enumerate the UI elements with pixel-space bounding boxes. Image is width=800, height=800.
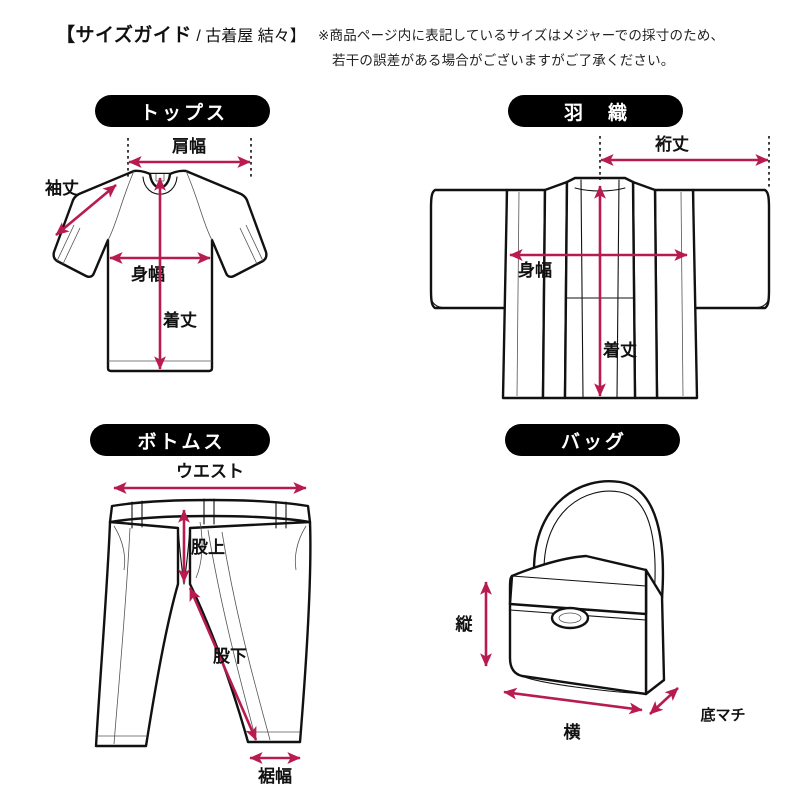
dimension-bag-gusset: 底マチ [649,687,746,724]
page-title-separator: / [191,28,206,45]
label-yuki: 裄丈 [655,135,689,154]
label-shoulder: 肩幅 [172,136,206,156]
dimension-waist: ウエスト [113,462,307,494]
section-badge-bottoms: ボトムス [90,424,270,456]
section-badge-tops: トップス [95,95,270,127]
label-haori-body-width: 身幅 [518,260,552,280]
bag-diagram: 縦 横 底マチ [450,458,780,748]
dimension-rise: 股上 [178,509,225,583]
section-badge-haori: 羽 織 [508,95,683,127]
dimension-shoulder: 肩幅 [128,136,251,168]
tops-diagram: 肩幅 袖丈 身幅 着丈 [30,130,350,410]
dimension-haori-length: 着丈 [594,185,637,397]
label-length: 着丈 [163,310,197,330]
label-hem-width: 裾幅 [257,766,292,786]
label-rise: 股上 [191,538,225,557]
haori-illustration [429,176,771,400]
bottoms-diagram: ウエスト 股上 股下 裾幅 [70,458,370,793]
disclaimer-line-1: ※商品ページ内に表記しているサイズはメジャーでの採寸のため、 [318,28,725,43]
dimension-bag-height: 縦 [455,581,492,667]
page-header: 【サイズガイド / 古着屋 結々】 ※商品ページ内に表記しているサイズはメジャー… [0,0,800,86]
label-inseam: 股下 [213,647,247,666]
dimension-inseam: 股下 [188,587,258,741]
pants-illustration [94,498,312,748]
dimension-hem-width: 裾幅 [249,752,301,786]
dimension-yuki: 裄丈 [600,135,769,166]
label-waist: ウエスト [176,462,244,481]
dimension-bag-width: 横 [503,687,643,742]
haori-diagram: 裄丈 身幅 着丈 [415,130,785,410]
page-title-main: 【サイズガイド [56,25,192,46]
label-sleeve: 袖丈 [44,178,79,198]
dimension-length: 着丈 [154,177,197,370]
label-bag-width: 横 [564,722,581,742]
dimension-sleeve: 袖丈 [44,178,117,236]
label-haori-length: 着丈 [603,340,637,360]
measurement-disclaimer: ※商品ページ内に表記しているサイズはメジャーでの採寸のため、 若干の誤差がある場… [318,24,788,74]
label-bag-height: 縦 [455,614,474,634]
page-title: 【サイズガイド / 古着屋 結々】 [56,20,306,47]
disclaimer-line-2: 若干の誤差がある場合がございますがご了承ください。 [332,52,675,68]
handbag-illustration [508,479,666,696]
page-title-shop: 古着屋 結々】 [205,28,306,45]
label-bag-gusset: 底マチ [700,706,745,724]
section-badge-bag: バッグ [505,424,680,456]
